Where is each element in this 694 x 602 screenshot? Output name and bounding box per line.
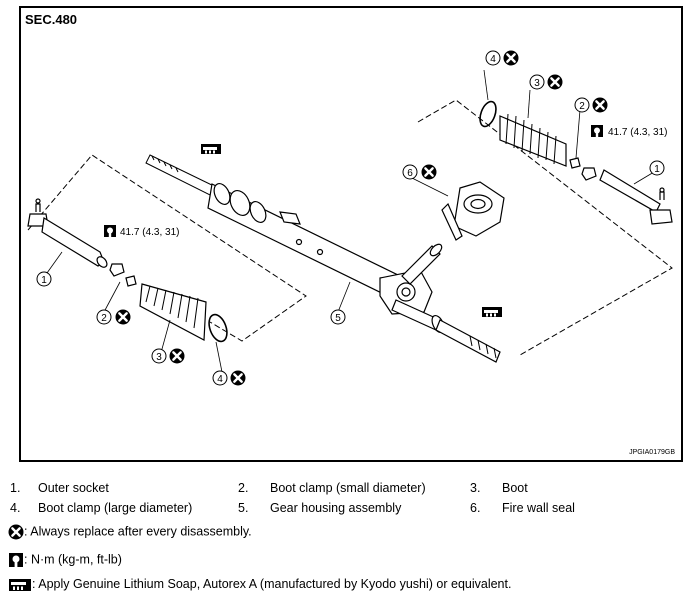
grease-gun-icon: [201, 144, 221, 154]
svg-text:1: 1: [654, 164, 660, 175]
part-name: Fire wall seal: [502, 501, 575, 515]
image-code: JPGIA0179GB: [629, 449, 675, 456]
always-replace-icon: [114, 308, 132, 326]
always-replace-icon: [502, 49, 520, 67]
symbol-legend-torque: : N·m (kg-m, ft-lb): [8, 552, 122, 568]
boot-clamp-large-right: [479, 100, 497, 128]
svg-text:5: 5: [335, 313, 341, 324]
callout-6: 6: [402, 164, 418, 180]
svg-text:4: 4: [490, 54, 496, 65]
torque-wrench-icon: [9, 553, 23, 567]
always-replace-icon: [8, 524, 24, 540]
steering-gear-exploded-view: 1 2 3 4 5 6 4 3 2 1 41.7 (4.3, 31) 41.7 …: [27, 49, 673, 387]
part-number: 6.: [470, 501, 481, 515]
outer-socket-right: [599, 169, 673, 225]
callout-2-right: 2: [574, 97, 590, 113]
part-number: 1.: [10, 481, 21, 495]
boot-left: [139, 283, 207, 341]
torque-value-left: 41.7 (4.3, 31): [120, 227, 179, 238]
callout-5: 5: [330, 309, 346, 325]
callout-3-left: 3: [151, 348, 167, 364]
part-name: Boot clamp (large diameter): [38, 501, 193, 515]
section-label: SEC.480: [25, 12, 78, 27]
left-guide-frame: [27, 154, 307, 342]
part-number: 5.: [238, 501, 249, 515]
callout-1-right: 1: [649, 160, 665, 176]
parts-legend: 1. Outer socket 2. Boot clamp (small dia…: [10, 478, 690, 518]
svg-text:2: 2: [579, 101, 585, 112]
callout-4-right: 4: [485, 50, 501, 66]
always-replace-icon: [229, 369, 247, 387]
part-number: 4.: [10, 501, 21, 515]
part-name: Boot: [502, 481, 528, 495]
callout-3-right: 3: [529, 74, 545, 90]
gear-housing: [207, 183, 501, 363]
outer-socket-left: [27, 198, 108, 268]
right-guide-frame: [417, 99, 673, 356]
rack-shaft-left: [145, 154, 219, 198]
grease-gun-icon: [9, 578, 31, 591]
callout-2-left: 2: [96, 309, 112, 325]
callout-1-left: 1: [36, 271, 52, 287]
svg-text:2: 2: [101, 313, 107, 324]
symbol-description: : N·m (kg-m, ft-lb): [24, 552, 122, 567]
grease-gun-icon: [482, 307, 502, 317]
svg-text:1: 1: [41, 275, 47, 286]
svg-text:3: 3: [534, 78, 540, 89]
svg-text:4: 4: [217, 374, 223, 385]
part-name: Boot clamp (small diameter): [270, 481, 426, 495]
always-replace-icon: [546, 73, 564, 91]
left-nut-clamp: [109, 263, 137, 287]
always-replace-icon: [591, 96, 609, 114]
part-number: 2.: [238, 481, 249, 495]
torque-value-right: 41.7 (4.3, 31): [608, 127, 667, 138]
symbol-legend-replace: : Always replace after every disassembly…: [8, 524, 252, 540]
part-name: Outer socket: [38, 481, 109, 495]
torque-wrench-icon: [591, 125, 603, 137]
fire-wall-seal: [441, 181, 505, 241]
always-replace-icon: [168, 347, 186, 365]
always-replace-icon: [420, 163, 438, 181]
symbol-description: : Apply Genuine Lithium Soap, Autorex A …: [32, 577, 512, 591]
symbol-legend-grease: : Apply Genuine Lithium Soap, Autorex A …: [8, 577, 511, 592]
part-number: 3.: [470, 481, 481, 495]
boot-clamp-large-left: [208, 313, 228, 343]
torque-wrench-icon: [104, 225, 116, 237]
diagram-frame: SEC.480 JPGIA0179GB: [19, 6, 683, 462]
right-nut-clamp: [569, 157, 597, 181]
svg-text:6: 6: [407, 168, 413, 179]
boot-right: [499, 113, 567, 167]
symbol-description: : Always replace after every disassembly…: [24, 524, 252, 539]
svg-text:3: 3: [156, 352, 162, 363]
callout-4-left: 4: [212, 370, 228, 386]
part-name: Gear housing assembly: [270, 501, 402, 515]
